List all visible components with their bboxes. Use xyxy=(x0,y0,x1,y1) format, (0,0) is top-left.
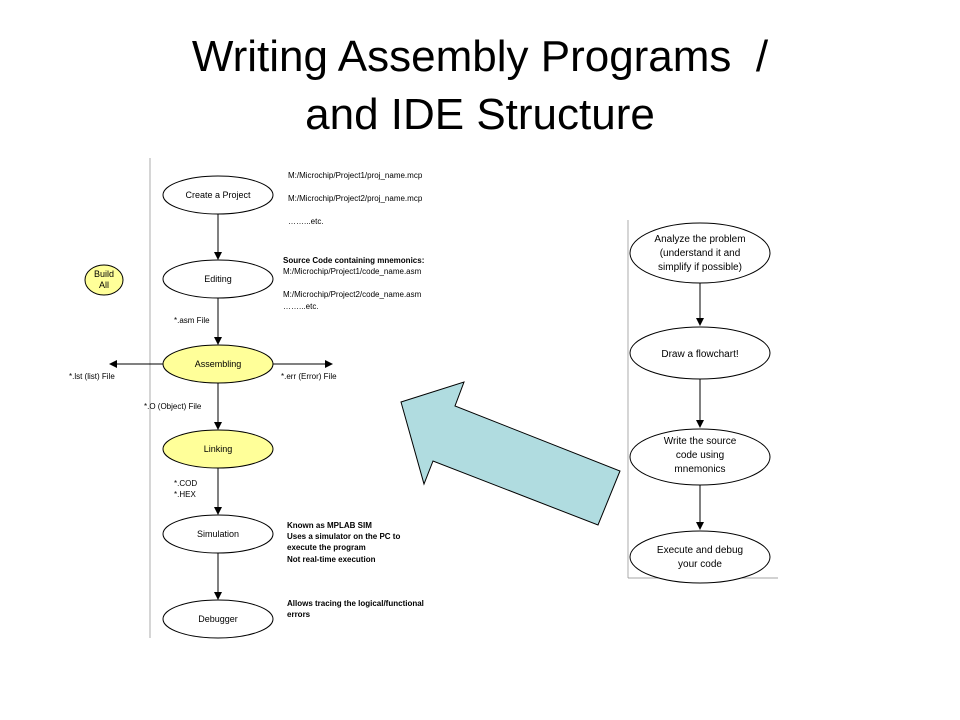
step-execute-debug xyxy=(629,530,771,584)
build-all-label-2: All xyxy=(99,280,109,290)
step-write-source-line-2: code using xyxy=(676,450,724,461)
label-hex-file: *.HEX xyxy=(174,490,196,499)
label-lst-file: *.lst (list) File xyxy=(69,372,115,381)
node-debugger-label: Debugger xyxy=(198,614,238,624)
source-code-path-1: M:/Microchip/Project1/code_name.asm xyxy=(283,267,422,276)
simulation-note-3: execute the program xyxy=(287,543,366,552)
build-all-badge xyxy=(84,264,124,296)
step-analyze-line-1: Analyze the problem xyxy=(654,234,745,245)
node-create-project-label: Create a Project xyxy=(185,190,251,200)
node-simulation-label: Simulation xyxy=(197,529,239,539)
build-all-label-1: Build xyxy=(94,269,114,279)
title-line-1: Writing Assembly Programs / xyxy=(191,32,769,81)
big-pointing-arrow xyxy=(400,381,621,526)
simulation-note-4: Not real-time execution xyxy=(287,555,376,564)
source-code-path-2: M:/Microchip/Project2/code_name.asm xyxy=(283,290,422,299)
step-execute-debug-line-2: your code xyxy=(678,559,722,570)
step-write-source-line-3: mnemonics xyxy=(674,464,725,475)
project-path-1: M:/Microchip/Project1/proj_name.mcp xyxy=(288,171,423,180)
step-analyze-line-2: (understand it and xyxy=(660,248,741,259)
label-asm-file: *.asm File xyxy=(174,316,210,325)
debugger-note-1: Allows tracing the logical/functional xyxy=(287,599,424,608)
slide-title: Writing Assembly Programs / and IDE Stru… xyxy=(0,28,960,144)
project-path-etc: ……...etc. xyxy=(288,217,324,226)
source-code-path-etc: ……...etc. xyxy=(283,302,319,311)
step-analyze-line-3: simplify if possible) xyxy=(658,262,742,273)
step-write-source-line-1: Write the source xyxy=(664,436,737,447)
project-path-2: M:/Microchip/Project2/proj_name.mcp xyxy=(288,194,423,203)
step-execute-debug-line-1: Execute and debug xyxy=(657,545,743,556)
label-cod-file: *.COD xyxy=(174,479,197,488)
title-line-2: and IDE Structure xyxy=(305,90,655,139)
step-flowchart-label: Draw a flowchart! xyxy=(661,349,738,360)
source-code-heading: Source Code containing mnemonics: xyxy=(283,256,424,265)
label-obj-file: *.O (Object) File xyxy=(144,402,202,411)
node-assembling-label: Assembling xyxy=(195,359,242,369)
simulation-note-1: Known as MPLAB SIM xyxy=(287,521,372,530)
debugger-note-2: errors xyxy=(287,610,311,619)
node-linking-label: Linking xyxy=(204,444,233,454)
node-editing-label: Editing xyxy=(204,274,232,284)
simulation-note-2: Uses a simulator on the PC to xyxy=(287,532,400,541)
node-debugger xyxy=(162,599,274,639)
label-err-file: *.err (Error) File xyxy=(281,372,337,381)
